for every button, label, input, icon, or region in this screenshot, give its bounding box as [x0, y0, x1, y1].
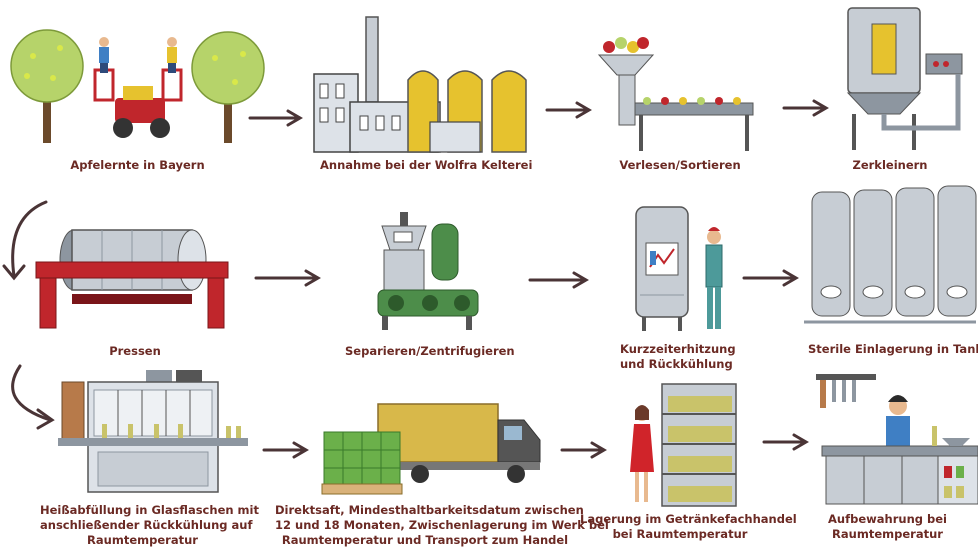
- step-sorting-illustration: [595, 35, 755, 155]
- press-machine-icon: [35, 229, 229, 329]
- step-9-label: Heißabfüllung in Glasflaschen mit anschl…: [40, 503, 259, 547]
- flow-arrow-3: [782, 98, 832, 122]
- step-home-storage-illustration: [812, 362, 978, 506]
- step-transport-illustration: [320, 398, 550, 500]
- arrow-right-icon: [742, 269, 799, 287]
- step-pasteurizing-illustration: [632, 205, 742, 335]
- step-3-label: Verlesen/Sortieren: [619, 158, 741, 172]
- step-2-label: Annahme bei der Wolfra Kelterei: [320, 158, 533, 172]
- step-separating-illustration: [360, 210, 490, 332]
- flow-arrow-6: [742, 268, 802, 292]
- step-10-label: Direktsaft, Mindesthaltbarkeitsdatum zwi…: [275, 503, 609, 547]
- arrow-right-icon: [528, 271, 589, 289]
- truck-pallet-icon: [321, 403, 541, 495]
- retail-shelf-icon: [630, 383, 737, 507]
- flow-arrow-5: [528, 270, 593, 294]
- step-7-label: Kurzzeiterhitzung und Rückkühlung: [620, 342, 736, 371]
- flow-arrow-curve-2: [0, 362, 60, 436]
- bottling-machine-icon: [58, 370, 248, 493]
- step-11-label: Lagerung im Getränkefachhandel bei Raumt…: [580, 512, 797, 541]
- step-5-label: Pressen: [109, 344, 161, 358]
- step-retail-storage-illustration: [622, 380, 742, 508]
- step-tank-storage-illustration: [800, 182, 978, 332]
- arrow-right-icon: [762, 433, 809, 451]
- flow-arrow-7: [262, 440, 312, 464]
- step-reception-illustration: [310, 12, 535, 154]
- heat-exchanger-icon: [635, 206, 723, 331]
- flow-arrow-9: [762, 432, 812, 456]
- step-apple-harvest-illustration: [5, 18, 270, 153]
- step-6-label: Separieren/Zentrifugieren: [345, 344, 515, 358]
- centrifuge-icon: [377, 212, 479, 330]
- step-12-label: Aufbewahrung bei Raumtemperatur: [828, 512, 947, 541]
- flow-arrow-1: [248, 108, 308, 132]
- arrow-curved-down-icon: [2, 200, 48, 281]
- flow-arrow-curve-1: [0, 198, 50, 292]
- factory-icon: [313, 16, 527, 153]
- kitchen-icon: [816, 374, 978, 505]
- flow-arrow-4: [254, 268, 324, 292]
- step-4-label: Zerkleinern: [852, 158, 928, 172]
- conveyor-icon: [597, 37, 754, 151]
- flow-arrow-8: [560, 440, 610, 464]
- arrow-right-icon: [262, 441, 309, 459]
- step-crushing-illustration: [838, 4, 978, 152]
- step-8-label: Sterile Einlagerung in Tanks: [808, 342, 978, 356]
- crusher-tank-icon: [846, 7, 963, 150]
- arrow-curved-right-icon: [11, 364, 55, 430]
- apple-harvest-icon: [10, 29, 265, 143]
- arrow-right-icon: [248, 109, 303, 127]
- flow-arrow-2: [545, 100, 595, 124]
- storage-tanks-icon: [804, 185, 977, 324]
- step-pressing-illustration: [32, 222, 232, 332]
- arrow-right-icon: [545, 101, 592, 119]
- arrow-right-icon: [782, 99, 829, 117]
- step-1-label: Apfelernte in Bayern: [70, 158, 205, 172]
- step-bottling-illustration: [58, 368, 248, 496]
- arrow-right-icon: [560, 441, 607, 459]
- arrow-right-icon: [254, 269, 321, 287]
